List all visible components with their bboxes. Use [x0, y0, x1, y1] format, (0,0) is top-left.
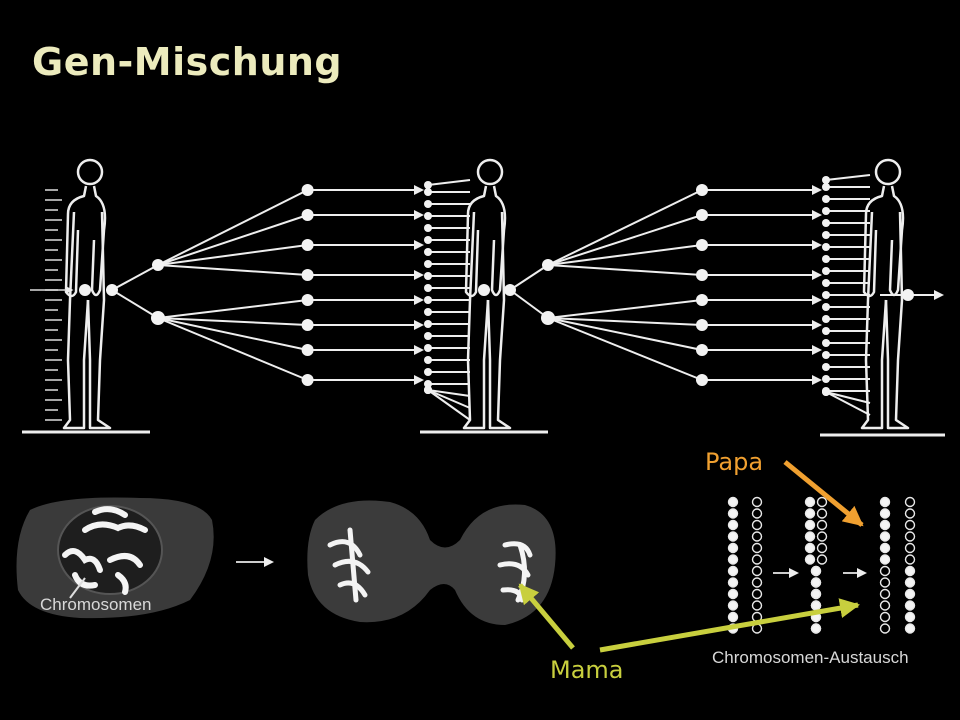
hatch-lines — [30, 189, 74, 421]
lineage-node — [424, 296, 432, 304]
lineage-node — [301, 209, 314, 221]
lineage-node — [696, 319, 708, 331]
papa-label: Papa — [705, 448, 764, 476]
lineage-node — [478, 284, 490, 296]
lineage-fan-2a — [547, 185, 822, 280]
lineage-node — [822, 375, 830, 383]
chromosome-col-3a — [879, 496, 891, 634]
lineage-converge-1 — [427, 179, 471, 421]
lineage-node — [152, 259, 164, 271]
lineage-node — [79, 284, 91, 296]
mama-arrow-to-cell — [518, 583, 575, 650]
lineage-node — [424, 308, 432, 316]
lineage-tree — [79, 174, 944, 421]
human-figure-1 — [62, 158, 112, 430]
human-figures — [30, 158, 910, 430]
chromosome-shapes — [62, 506, 148, 595]
lineage-node — [822, 219, 830, 227]
lineage-node — [822, 279, 830, 287]
lineage-node — [424, 224, 432, 232]
mama-arrow-to-chromosome — [599, 598, 860, 653]
lineage-node — [542, 259, 554, 271]
lineage-node — [822, 303, 830, 311]
lineage-node — [424, 380, 432, 388]
lineage-node — [822, 291, 830, 299]
lineage-node — [301, 184, 314, 196]
lineage-node — [301, 344, 314, 356]
lineage-node — [424, 212, 432, 220]
lineage-node — [696, 209, 708, 221]
lineage-node — [696, 239, 708, 251]
lineage-node — [424, 320, 432, 328]
lineage-node — [424, 188, 432, 196]
lineage-node — [902, 289, 914, 301]
lineage-fan-1a — [157, 185, 424, 280]
lineage-node — [822, 176, 830, 184]
lineage-node — [301, 374, 314, 386]
ground-lines — [22, 430, 945, 437]
chromosome-col-1b — [751, 496, 763, 634]
lineage-node — [424, 368, 432, 376]
lineage-node — [151, 311, 165, 325]
papa-arrow — [783, 460, 864, 527]
lineage-node — [696, 374, 708, 386]
lineage-node — [424, 356, 432, 364]
lineage-node — [424, 344, 432, 352]
lineage-node — [822, 243, 830, 251]
human-figure-3 — [860, 158, 910, 430]
chromosome-col-1a — [727, 496, 739, 634]
chromosome-col-2b — [810, 496, 828, 634]
chromosomes-caption: Chromosomen — [40, 595, 152, 614]
lineage-node — [424, 284, 432, 292]
lineage-node — [424, 181, 432, 189]
lineage-node — [301, 269, 314, 281]
lineage-node — [424, 260, 432, 268]
lineage-node — [822, 363, 830, 371]
lineage-node — [822, 339, 830, 347]
lineage-node — [301, 294, 314, 306]
lineage-node — [822, 195, 830, 203]
lineage-node — [504, 284, 516, 296]
page-title: Gen-Mischung — [32, 40, 343, 84]
lineage-node — [424, 200, 432, 208]
crossover-caption: Chromosomen-Austausch — [712, 648, 909, 667]
lineage-node — [696, 294, 708, 306]
lineage-node — [822, 315, 830, 323]
crossover-chromosomes — [727, 496, 916, 634]
lineage-node — [822, 231, 830, 239]
cell-nucleus — [16, 497, 214, 619]
lineage-node — [301, 239, 314, 251]
lineage-node — [106, 284, 118, 296]
lineage-node — [424, 236, 432, 244]
chromosome-col-3b — [904, 496, 916, 634]
dividing-cell — [307, 500, 556, 625]
lineage-node — [696, 184, 708, 196]
lineage-converge-2 — [825, 174, 871, 416]
lineage-node — [696, 269, 708, 281]
lineage-node — [822, 327, 830, 335]
lineage-fan-2b — [547, 295, 822, 385]
lineage-node — [822, 183, 830, 191]
mama-label: Mama — [550, 656, 624, 684]
lineage-node — [424, 386, 432, 394]
lineage-node — [424, 272, 432, 280]
lineage-fan-1b — [157, 295, 424, 385]
chromosome-group-left — [327, 527, 371, 603]
lineage-node — [822, 351, 830, 359]
lineage-node — [301, 319, 314, 331]
lineage-node — [822, 255, 830, 263]
lineage-node — [822, 388, 830, 396]
lineage-node — [541, 311, 555, 325]
lineage-node — [822, 207, 830, 215]
lineage-node — [696, 344, 708, 356]
lineage-node — [822, 267, 830, 275]
lineage-node — [424, 248, 432, 256]
lineage-node — [424, 332, 432, 340]
